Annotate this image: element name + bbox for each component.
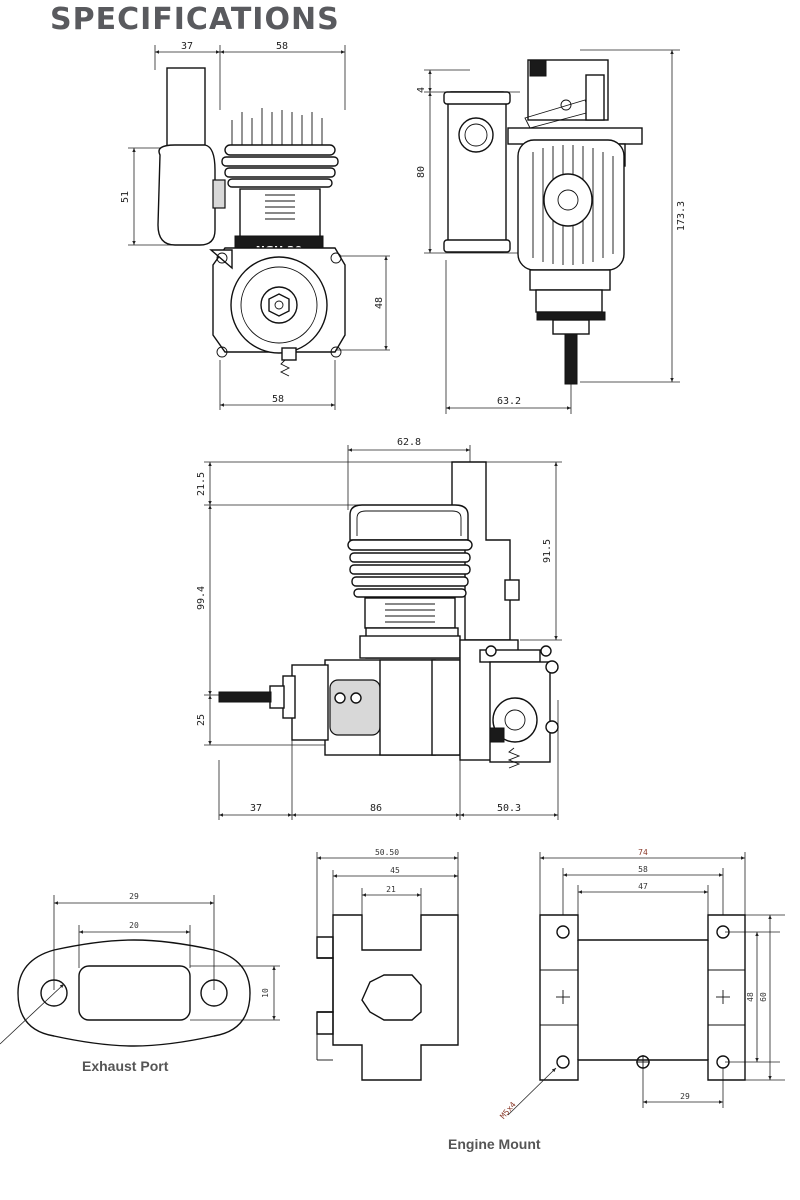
mount-bolt-spec: M5x4 — [498, 1100, 517, 1121]
dim-mount-inner-width: 47 — [638, 882, 648, 891]
dim-side-rear-length: 50.3 — [497, 803, 521, 814]
dim-front-muffler-height: 51 — [120, 191, 131, 203]
engine-mount-caption: Engine Mount — [448, 1136, 541, 1152]
exhaust-port-caption: Exhaust Port — [82, 1058, 169, 1074]
side-view: 62.8 21.5 99.4 25 91.5 37 86 50.3 — [196, 437, 562, 820]
dim-front-engine-width: 58 — [276, 41, 288, 52]
dim-front-mount-width: 58 — [272, 394, 284, 405]
dim-side-muffler-height: 91.5 — [542, 539, 553, 563]
dim-mount-outer-width: 74 — [638, 848, 648, 857]
page-title: SPECIFICATIONS — [50, 2, 340, 37]
dim-rear-offset: 4 — [416, 87, 427, 93]
dim-mount-mid-width: 58 — [638, 865, 648, 874]
dim-rear-total-depth: 63.2 — [497, 396, 521, 407]
dim-side-exhaust-rise: 21.5 — [196, 472, 207, 496]
dim-gasket-mid-width: 45 — [390, 866, 400, 875]
dim-exhaust-port-width: 20 — [129, 921, 139, 930]
dim-mount-inner-height: 48 — [746, 992, 755, 1002]
dim-side-body-length: 86 — [370, 803, 382, 814]
front-view: 37 58 51 48 58 — [120, 41, 390, 410]
dim-side-top-width: 62.8 — [397, 437, 421, 448]
dim-mount-outer-height: 60 — [759, 992, 768, 1002]
dim-front-mount-height: 48 — [374, 297, 385, 309]
engine-mount-drawing: 74 58 47 48 60 29 — [498, 848, 785, 1121]
dim-side-shaft-height: 25 — [196, 714, 207, 726]
dim-mount-bolt-spacing: 29 — [680, 1092, 690, 1101]
dim-side-cylinder-height: 99.4 — [196, 586, 207, 610]
exhaust-port-drawing: 29 20 10 — [0, 892, 280, 1047]
dim-side-shaft-length: 37 — [250, 803, 262, 814]
dim-rear-total-height: 173.3 — [676, 201, 687, 231]
dim-gasket-outer-width: 50.50 — [375, 848, 399, 857]
dim-gasket-inner-width: 21 — [386, 885, 396, 894]
dim-exhaust-port-height: 10 — [261, 988, 270, 998]
gasket-drawing: 50.50 45 21 — [316, 848, 459, 1081]
dim-rear-muffler-height: 80 — [416, 166, 427, 178]
dim-front-exhaust-width: 37 — [181, 41, 193, 52]
rear-view: 4 80 173.3 63.2 — [416, 49, 687, 414]
dim-exhaust-hole-spacing: 29 — [129, 892, 139, 901]
